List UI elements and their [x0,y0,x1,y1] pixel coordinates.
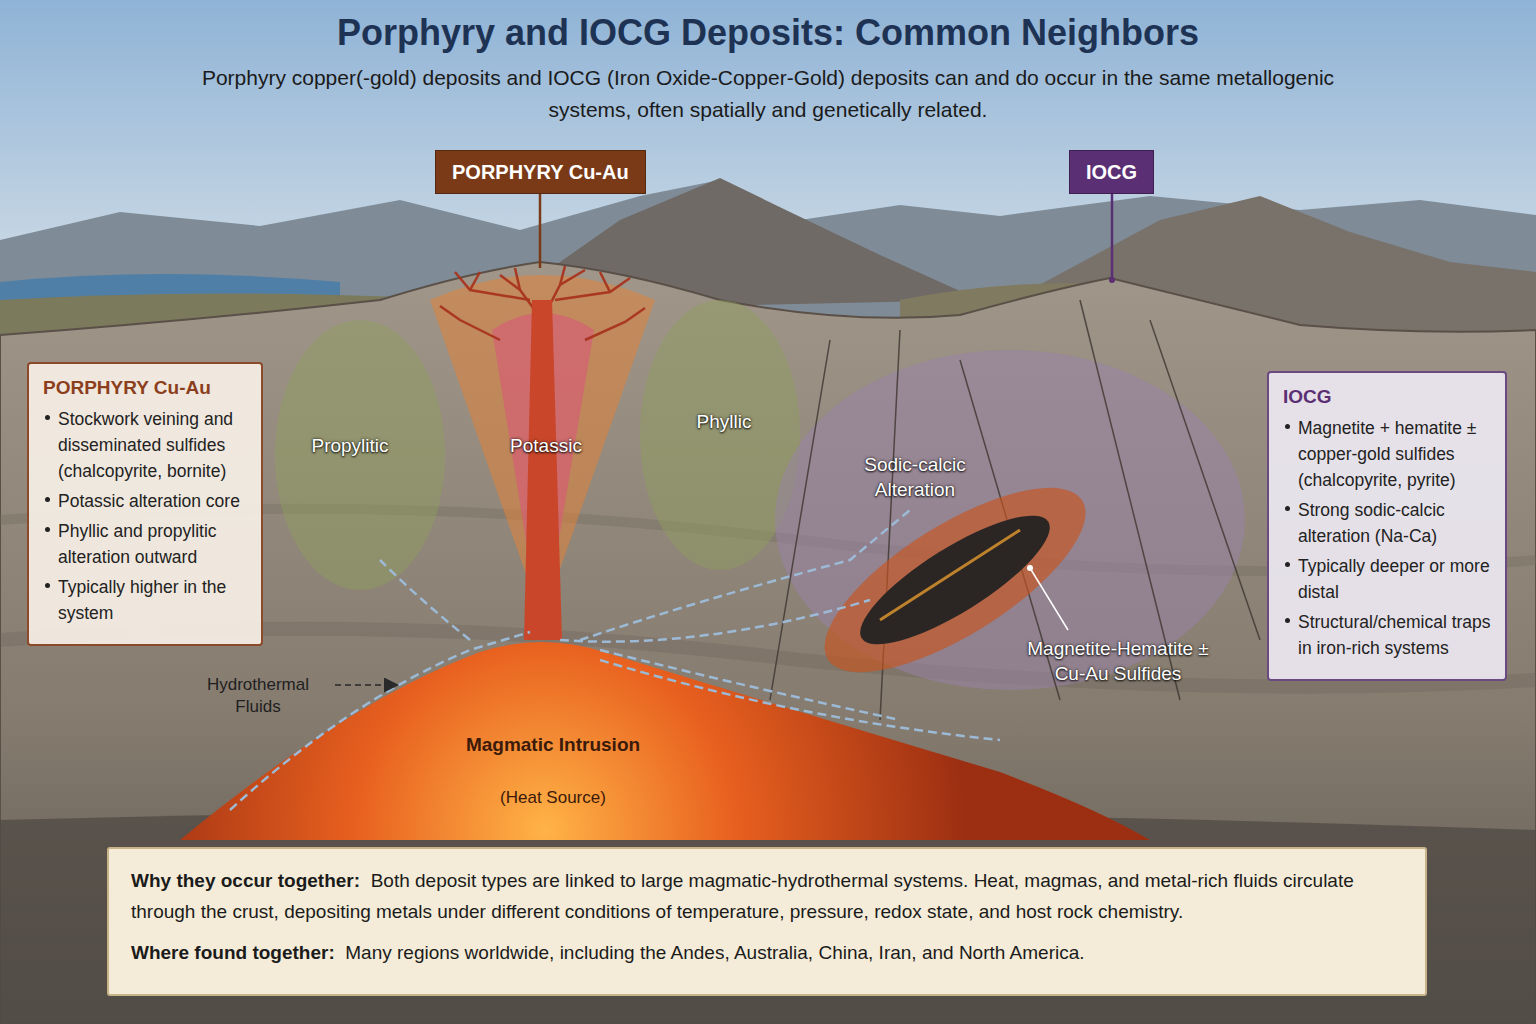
box-heading: PORPHYRY Cu-Au [43,376,249,400]
bullet-row: Typically higher in the system [43,574,249,626]
bullet-dot [1285,506,1290,511]
bullet-dot [45,415,50,420]
note-box: Why they occur together: Both deposit ty… [107,847,1427,996]
bullet-dot [45,583,50,588]
note-text: Many regions worldwide, including the An… [345,942,1084,963]
bullet-row: Magnetite + hematite ± copper-gold sulfi… [1283,415,1493,493]
bullet-text: Typically deeper or more distal [1298,553,1493,605]
deposit-tag: PORPHYRY Cu-Au [435,150,646,194]
zone-label: Potassic [476,433,616,458]
bullet-text: Magnetite + hematite ± copper-gold sulfi… [1298,415,1493,493]
zone-label: Sodic-calcic Alteration [845,452,985,502]
bullet-dot [45,497,50,502]
note-paragraph: Where found together: Many regions world… [131,937,1403,968]
bullet-text: Strong sodic-calcic alteration (Na-Ca) [1298,497,1493,549]
bullet-dot [45,527,50,532]
bullet-text: Stockwork veining and disseminated sulfi… [58,406,249,484]
title: Porphyry and IOCG Deposits: Common Neigh… [0,12,1536,54]
bullet-text: Potassic alteration core [58,488,240,514]
zone-label: Propylitic [280,433,420,458]
note-lead: Where found together: [131,942,335,963]
ore-label: Magnetite-Hematite ± Cu-Au Sulfides [1018,636,1218,686]
bullet-text: Phyllic and propylitic alteration outwar… [58,518,249,570]
intrusion-label: Magmatic Intrusion [453,732,653,757]
bullet-text: Typically higher in the system [58,574,249,626]
bullet-row: Stockwork veining and disseminated sulfi… [43,406,249,484]
tag-text: PORPHYRY Cu-Au [452,161,629,183]
bullet-row: Strong sodic-calcic alteration (Na-Ca) [1283,497,1493,549]
deposit-tag: IOCG [1069,150,1154,194]
bullet-text: Structural/chemical traps in iron-rich s… [1298,609,1493,661]
info-box: PORPHYRY Cu-AuStockwork veining and diss… [27,362,263,646]
intrusion-note: (Heat Source) [453,787,653,809]
note-lead: Why they occur together: [131,870,360,891]
subtitle: Porphyry copper(-gold) deposits and IOCG… [168,62,1368,126]
bullet-dot [1285,424,1290,429]
bullet-dot [1285,562,1290,567]
note-paragraph: Why they occur together: Both deposit ty… [131,865,1403,927]
zone-label: Phyllic [654,409,794,434]
bullet-row: Phyllic and propylitic alteration outwar… [43,518,249,570]
box-heading: IOCG [1283,385,1493,409]
bullet-row: Typically deeper or more distal [1283,553,1493,605]
tag-text: IOCG [1086,161,1137,183]
bullet-row: Structural/chemical traps in iron-rich s… [1283,609,1493,661]
fluid-label: Hydrothermal Fluids [193,674,323,718]
bullet-row: Potassic alteration core [43,488,249,514]
info-box: IOCG Magnetite + hematite ± copper-gold s… [1267,371,1507,681]
bullet-dot [1285,618,1290,623]
